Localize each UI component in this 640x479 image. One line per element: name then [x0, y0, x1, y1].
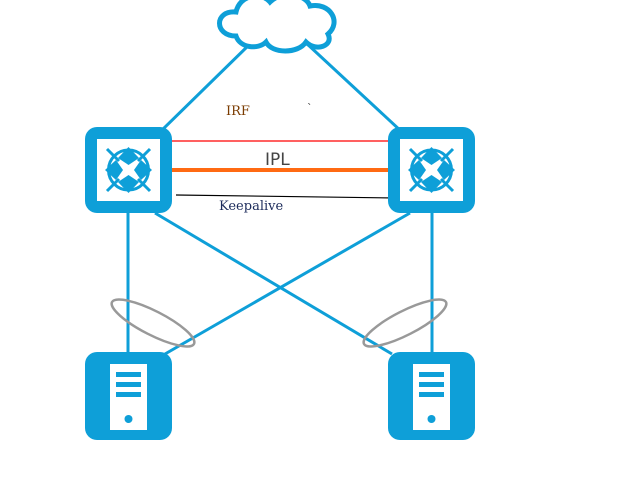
cloud-icon	[217, 0, 337, 54]
server-icon	[388, 352, 475, 440]
switch-icon	[85, 127, 172, 213]
lag-ellipse-right	[362, 298, 448, 348]
server-icon	[85, 352, 172, 440]
tick-mark-label: `	[307, 102, 313, 115]
keepalive-label: Keepalive	[219, 199, 283, 214]
link-cloud-left-switch	[158, 40, 254, 134]
keepalive-link	[175, 194, 397, 199]
switch-icon	[388, 127, 475, 213]
ipl-label: IPL	[265, 150, 290, 170]
lag-ellipse-left	[110, 298, 196, 348]
link-right-switch-left-server	[164, 211, 411, 356]
link-cloud-right-switch	[303, 40, 404, 134]
link-left-switch-right-server	[154, 211, 393, 356]
irf-label: IRF	[226, 104, 250, 119]
